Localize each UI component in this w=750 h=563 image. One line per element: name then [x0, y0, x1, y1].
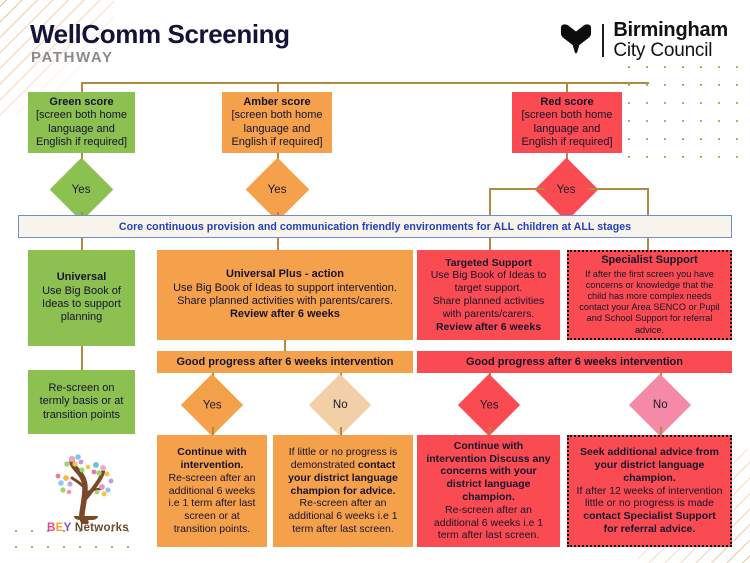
outcome-box-amber-no: If little or no progress is demonstrated… — [273, 435, 413, 547]
score-body-red: [screen both home language and English i… — [521, 109, 613, 148]
tier-heading-universal: Universal — [56, 271, 107, 284]
connector-red-yes-to-box — [489, 427, 491, 435]
score-box-amber: Amber score [screen both home language a… — [222, 92, 332, 153]
outcome-amber-yes-rest: Re-screen after an additional 6 weeks i.… — [168, 471, 256, 535]
progress-strip-amber: Good progress after 6 weeks intervention — [157, 351, 413, 373]
score-box-red: Red score [screen both home language and… — [512, 92, 622, 153]
connector-core-to-specialist — [647, 238, 649, 250]
tree-icon — [55, 454, 114, 525]
connector-universal-plus-to-strip — [284, 340, 286, 351]
decision-label-amber-no: No — [332, 398, 348, 411]
tier-heading-specialist: Specialist Support — [601, 254, 698, 267]
outcome-amber-no-text: If little or no progress is demonstrated… — [280, 446, 406, 497]
bey-networks-logo: BEY Networks — [36, 448, 140, 542]
connector-universal-to-rescreen — [81, 346, 83, 370]
decision-label-red-yes-2: Yes — [479, 398, 499, 411]
progress-strip-red: Good progress after 6 weeks intervention — [417, 351, 732, 373]
bey-letter-b: B — [46, 522, 56, 534]
decision-label-amber-yes-2: Yes — [202, 398, 222, 411]
logo-divider — [602, 23, 605, 57]
connector-red-no-to-box — [660, 427, 662, 435]
tier-line2-universal-plus: Share planned activities with parents/ca… — [177, 295, 393, 307]
connector-red-branch-left — [489, 188, 545, 190]
tier-body-universal: Use Big Book of Ideas to support plannin… — [42, 284, 121, 324]
bey-letter-y: Y — [63, 522, 72, 534]
tier-box-universal-plus: Universal Plus - action Use Big Book of … — [157, 250, 413, 340]
connector-core-to-universal — [81, 238, 83, 250]
logo-line-2: City Council — [613, 40, 713, 61]
progress-strip-red-text: Good progress after 6 weeks intervention — [465, 356, 683, 368]
tier-heading-universal-plus: Universal Plus - action — [226, 268, 344, 281]
connector-red-branch-left-down — [489, 188, 491, 223]
outcome-box-red-yes: Continue with intervention Discuss any c… — [417, 435, 560, 547]
decision-label-red-no: No — [652, 398, 668, 411]
score-body-green: [screen both home language and English i… — [35, 109, 128, 148]
outcome-red-yes-rest: Re-screen after an additional 6 weeks i.… — [433, 503, 544, 542]
progress-strip-amber-text: Good progress after 6 weeks intervention — [176, 356, 394, 368]
outcome-red-no-bold2: contact Specialist Support for referral … — [583, 510, 716, 535]
logo-line-1: Birmingham — [613, 19, 728, 41]
score-heading-green: Green score — [49, 95, 114, 108]
tier-box-targeted: Targeted Support Use Big Book of Ideas t… — [417, 250, 560, 340]
score-heading-amber: Amber score — [243, 95, 311, 108]
tier-body-specialist: If after the first screen you have conce… — [579, 268, 720, 335]
decision-label-red: Yes — [557, 183, 576, 196]
outcome-amber-no-rest: Re-screen after an additional 6 weeks i.… — [288, 497, 398, 535]
connector-to-red — [566, 82, 568, 92]
decision-label-green: Yes — [72, 183, 91, 196]
bey-letter-e: E — [55, 522, 64, 534]
tier-line2-targeted: Share planned activities with parents/ca… — [432, 295, 545, 320]
header: WellComm Screening PATHWAY Birmingham Ci… — [0, 0, 750, 82]
core-provision-text: Core continuous provision and communicat… — [118, 220, 632, 233]
connector-red-branch-right — [588, 188, 648, 190]
outcome-amber-no-bold: contact your district language champion … — [288, 459, 398, 497]
connector-to-green — [81, 82, 83, 92]
decision-label-amber: Yes — [268, 183, 287, 196]
tier-emphasis-targeted: Review after 6 weeks — [435, 320, 542, 333]
tier-emphasis-universal-plus: Review after 6 weeks — [229, 308, 341, 321]
connector-amber-yes-to-box — [212, 427, 214, 435]
tier-box-specialist: Specialist Support If after the first sc… — [567, 250, 732, 340]
connector-top-rail — [81, 82, 649, 84]
connector-core-to-targeted — [489, 238, 491, 250]
core-provision-banner: Core continuous provision and communicat… — [18, 215, 732, 238]
outcome-amber-no-normal: If little or no progress is demonstrated — [288, 446, 398, 471]
heart-icon — [561, 24, 592, 54]
score-box-green: Green score [screen both home language a… — [28, 92, 135, 153]
tier-line1-targeted: Use Big Book of Ideas to target support. — [430, 269, 547, 295]
connector-red-branch-right-down — [647, 188, 649, 223]
outcome-red-no-bold1: Seek additional advice from your distric… — [580, 446, 719, 484]
tier-line1-universal-plus: Use Big Book of Ideas to support interve… — [173, 281, 397, 294]
bey-networks-word: Networks — [71, 522, 130, 534]
score-body-amber: [screen both home language and English i… — [231, 109, 323, 148]
score-heading-red: Red score — [540, 95, 594, 108]
outcome-box-amber-yes: Continue with intervention. Re-screen af… — [157, 435, 267, 547]
connector-to-amber — [277, 82, 279, 92]
page-title: WellComm Screening — [30, 19, 290, 49]
outcome-red-no-normal: If after 12 weeks of intervention little… — [576, 484, 723, 510]
outcome-box-red-no: Seek additional advice from your distric… — [567, 435, 732, 547]
tier-box-universal: Universal Use Big Book of Ideas to suppo… — [28, 250, 135, 346]
outcome-red-yes-bold: Continue with intervention Discuss any c… — [426, 439, 551, 503]
page-subtitle: PATHWAY — [31, 49, 114, 66]
connector-core-to-universal-plus — [277, 238, 279, 250]
bey-networks-wordmark: BEY Networks — [36, 522, 140, 534]
outcome-red-no-text: If after 12 weeks of intervention little… — [576, 485, 723, 536]
birmingham-city-council-logo: Birmingham City Council — [557, 20, 728, 60]
connector-amber-no-to-box — [340, 427, 342, 435]
tier-heading-targeted: Targeted Support — [445, 256, 532, 269]
tier-box-universal-rescreen: Re-screen on termly basis or at transiti… — [28, 370, 135, 434]
outcome-amber-yes-bold: Continue with intervention. — [177, 446, 247, 471]
universal-rescreen-text: Re-screen on termly basis or at transiti… — [39, 381, 124, 421]
